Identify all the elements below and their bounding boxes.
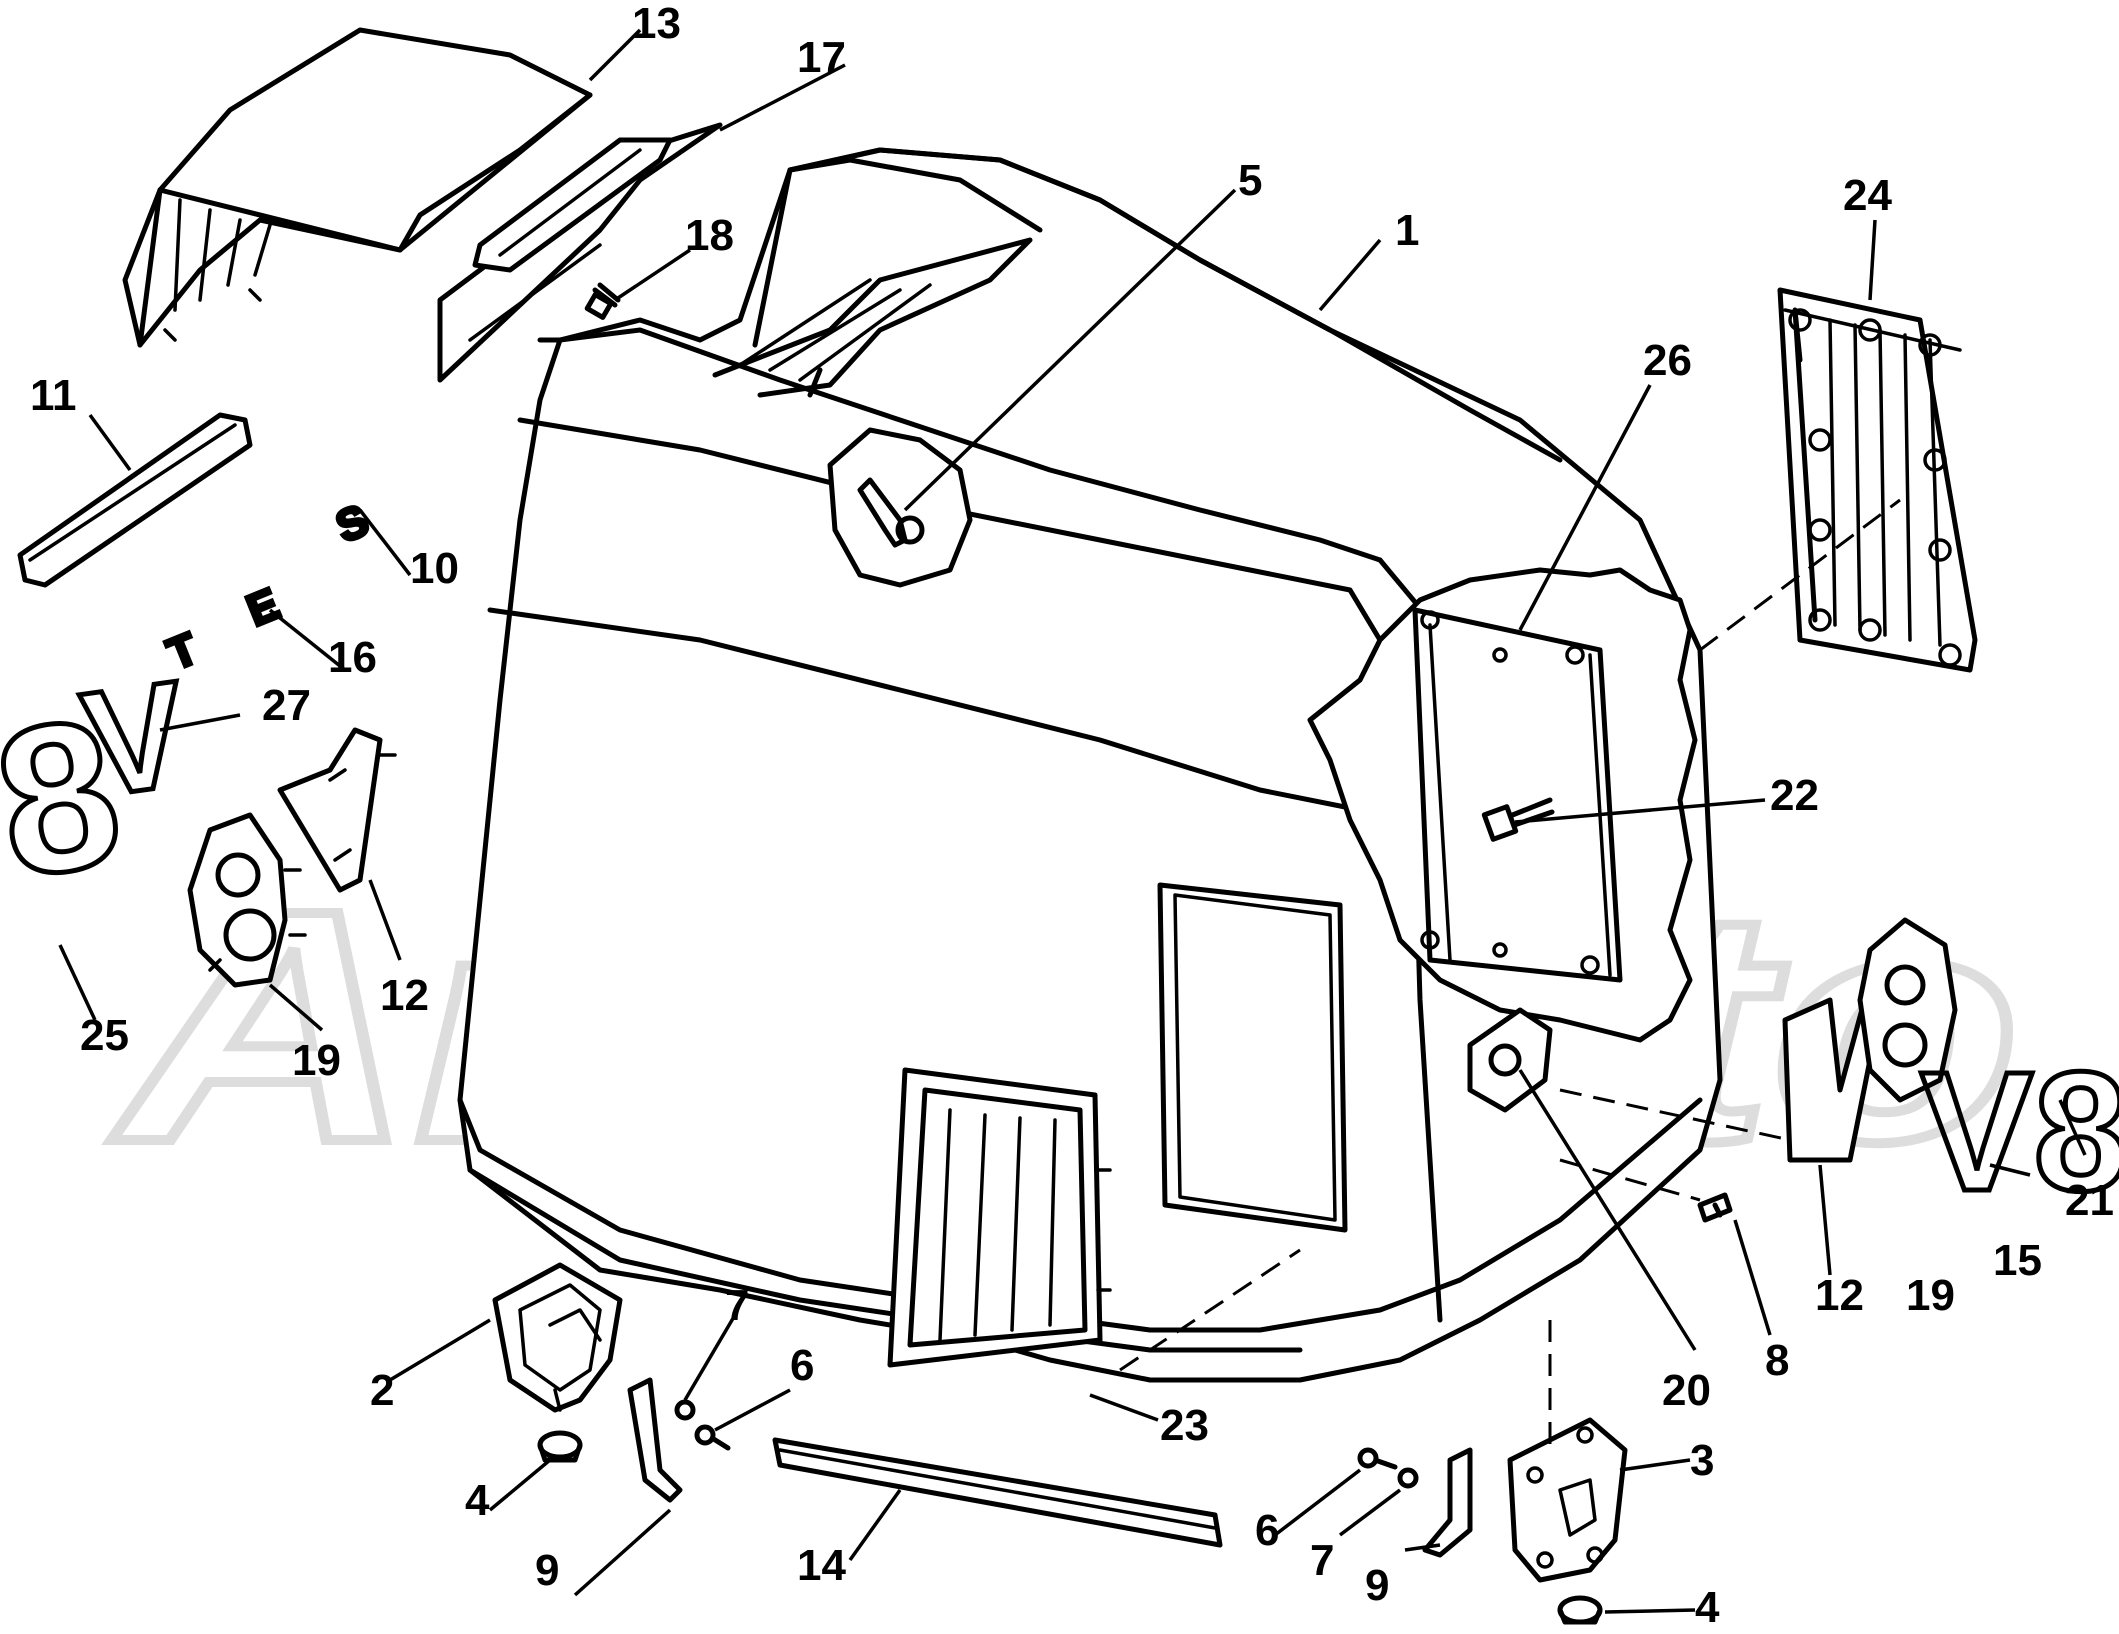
callout-11: 11 bbox=[30, 371, 77, 420]
emblem-right bbox=[1782, 917, 1958, 1163]
callout-5: 5 bbox=[1238, 156, 1262, 205]
washer-7-left bbox=[674, 1399, 696, 1421]
callout-6-right: 6 bbox=[1255, 1506, 1279, 1555]
seal-strip-14 bbox=[772, 1437, 1223, 1548]
callout-3: 3 bbox=[1690, 1436, 1714, 1485]
side-access-plate bbox=[1307, 567, 1698, 1043]
callout-12-left: 12 bbox=[380, 971, 429, 1020]
callout-10: 10 bbox=[410, 544, 459, 593]
intake-vent bbox=[437, 122, 723, 383]
callout-17: 17 bbox=[797, 33, 846, 82]
bracket-9-right bbox=[1422, 1447, 1473, 1558]
callout-4-left: 4 bbox=[465, 1476, 490, 1525]
hood-top-piece bbox=[122, 27, 593, 348]
callout-14: 14 bbox=[797, 1541, 846, 1590]
top-bolt-plate bbox=[827, 427, 973, 588]
decal-v8-right: V8 bbox=[1918, 1035, 2119, 1230]
bracket-plate-3 bbox=[1507, 1417, 1628, 1583]
grille-23 bbox=[887, 1067, 1112, 1368]
callout-7-left: 7 bbox=[725, 1281, 749, 1330]
callout-19-right: 19 bbox=[1906, 1271, 1955, 1320]
callout-13: 13 bbox=[632, 0, 681, 48]
callout-2: 2 bbox=[370, 1366, 394, 1415]
callout-25: 25 bbox=[80, 1011, 129, 1060]
callout-9-right: 9 bbox=[1365, 1561, 1389, 1610]
screw-18 bbox=[584, 282, 621, 320]
callout-22: 22 bbox=[1770, 771, 1819, 820]
callout-12-right: 12 bbox=[1815, 1271, 1864, 1320]
leader-lines bbox=[58, 28, 2087, 1614]
bracket-9-left bbox=[627, 1377, 683, 1503]
callouts: 1 2 3 4 4 5 6 6 7 7 8 9 9 10 11 12 12 13… bbox=[30, 0, 2114, 1632]
callout-27: 27 bbox=[262, 681, 311, 730]
screw-6-right bbox=[1357, 1447, 1398, 1470]
alignment-lines bbox=[1119, 498, 1901, 1450]
callout-9-left: 9 bbox=[535, 1546, 559, 1595]
bumper-4-right bbox=[1557, 1595, 1603, 1625]
callout-1: 1 bbox=[1395, 206, 1419, 255]
badge-8v-decal: 8 V bbox=[0, 646, 199, 926]
callout-8: 8 bbox=[1765, 1336, 1789, 1385]
decal-letter-s: S bbox=[330, 496, 376, 552]
callout-16: 16 bbox=[328, 633, 377, 682]
washer-7-right bbox=[1397, 1467, 1419, 1489]
decal-letter-e: E bbox=[240, 579, 286, 635]
callout-4-right: 4 bbox=[1695, 1583, 1720, 1632]
callout-15: 15 bbox=[1993, 1236, 2042, 1285]
grille-24 bbox=[1777, 287, 1978, 673]
callout-6-left: 6 bbox=[790, 1341, 814, 1390]
callout-23: 23 bbox=[1160, 1401, 1209, 1450]
v8-decal-text: V8 bbox=[1920, 1037, 2119, 1227]
callout-7-right: 7 bbox=[1310, 1536, 1334, 1585]
callout-24: 24 bbox=[1843, 171, 1892, 220]
trim-strip bbox=[17, 412, 253, 588]
latch-bracket-2 bbox=[492, 1262, 623, 1413]
bumper-4-left bbox=[537, 1430, 583, 1463]
callout-20: 20 bbox=[1662, 1366, 1711, 1415]
callout-19-left: 19 bbox=[292, 1036, 341, 1085]
callout-26: 26 bbox=[1643, 336, 1692, 385]
emblem-left bbox=[187, 727, 397, 988]
callout-21: 21 bbox=[2065, 1176, 2114, 1225]
screw-6-left bbox=[694, 1424, 731, 1451]
pin-8 bbox=[1697, 1192, 1733, 1223]
callout-18: 18 bbox=[685, 211, 734, 260]
